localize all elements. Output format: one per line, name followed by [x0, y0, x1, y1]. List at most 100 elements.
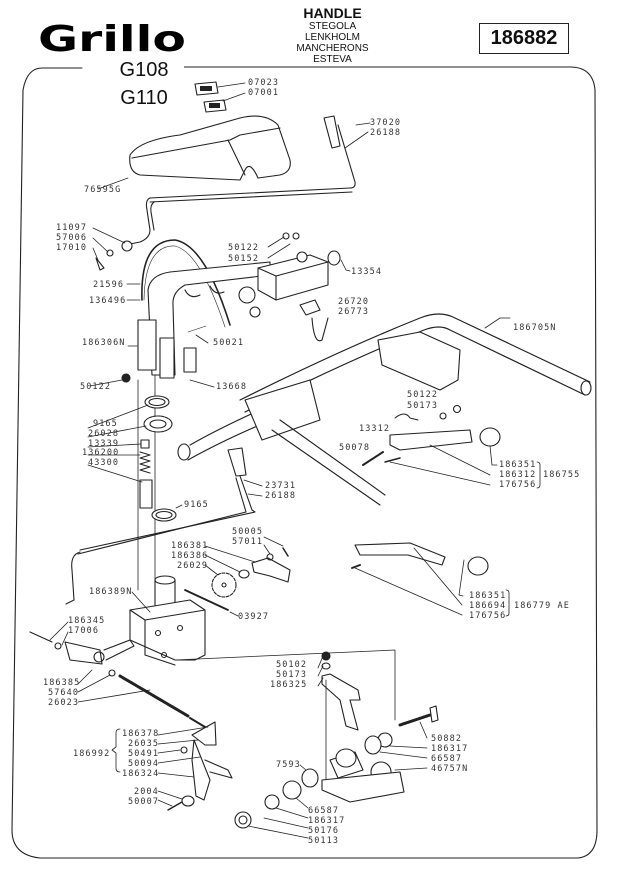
- part-label: 26029: [177, 561, 209, 571]
- control-rod: [129, 115, 371, 245]
- lever-assembly-186992: [111, 721, 233, 811]
- part-label: 186317: [431, 744, 469, 754]
- assembly-label: 186779 AE: [514, 601, 570, 611]
- part-label: 50176: [308, 826, 340, 836]
- grillo-logo: Grillo: [38, 19, 188, 60]
- part-label: 176756: [499, 480, 537, 490]
- title-translation-fr: MANCHERONS: [296, 43, 369, 54]
- part-label: 57640: [48, 688, 80, 698]
- logo-text: Grillo: [38, 22, 186, 56]
- part-label: 176756: [469, 611, 507, 621]
- part-label: 43300: [88, 458, 120, 468]
- title-translation-es: ESTEVA: [313, 54, 352, 65]
- pivot-assembly: [234, 651, 439, 839]
- title-block: HANDLE STEGOLA LENKHOLM MANCHERONS ESTEV…: [265, 5, 400, 66]
- part-label: 57011: [232, 537, 264, 547]
- part-label: 50122: [228, 243, 260, 253]
- lever-assembly-186779AE: [351, 542, 510, 617]
- part-label: 186306N: [82, 338, 126, 348]
- part-label: 50122: [80, 382, 112, 392]
- part-label: 76595G: [84, 185, 122, 195]
- part-label: 186317: [308, 816, 346, 826]
- part-label: 26035: [128, 739, 160, 749]
- part-label: 186324: [122, 769, 160, 779]
- part-label: 50005: [232, 527, 264, 537]
- part-label: 50152: [228, 254, 260, 264]
- column-stack-parts: [87, 395, 183, 522]
- drawing-code: 186882: [479, 23, 569, 54]
- part-label: 11097: [56, 223, 88, 233]
- part-label: 186351: [469, 591, 507, 601]
- part-label: 2004: [134, 787, 159, 797]
- part-label: 03927: [238, 612, 270, 622]
- part-label: 21596: [93, 280, 125, 290]
- frame-border: [11, 66, 598, 859]
- part-label: 186325: [270, 680, 308, 690]
- part-label: 17006: [68, 626, 100, 636]
- cable-21596: [141, 239, 231, 326]
- part-label: 07001: [248, 88, 280, 98]
- part-label: 26188: [265, 491, 297, 501]
- part-label: 186378: [122, 729, 160, 739]
- model-g108: G108: [119, 59, 169, 81]
- part-label: 50173: [276, 670, 308, 680]
- part-label: 23731: [265, 481, 297, 491]
- part-label: 37020: [370, 118, 402, 128]
- lever-23731: [65, 447, 263, 605]
- part-label: 13339: [88, 439, 120, 449]
- assembly-label: 186755: [543, 470, 581, 480]
- part-label: 13312: [359, 424, 391, 434]
- part-label: 57006: [56, 233, 88, 243]
- part-label: 26188: [370, 128, 402, 138]
- small-fittings-left: [92, 227, 133, 271]
- part-label: 26773: [338, 307, 370, 317]
- decal-07023: [194, 81, 246, 96]
- part-label: 26028: [88, 429, 120, 439]
- part-label: 26720: [338, 297, 370, 307]
- part-label: 66587: [431, 754, 463, 764]
- title-translation-it: STEGOLA: [308, 21, 357, 32]
- part-label: 50491: [128, 749, 160, 759]
- handlebar-186705N: [177, 313, 592, 506]
- part-label: 17010: [56, 243, 88, 253]
- part-label: 9165: [93, 419, 118, 429]
- part-label: 07023: [248, 78, 280, 88]
- part-label: 50173: [407, 401, 439, 411]
- column-base-186389N: [129, 575, 396, 721]
- gear-26029: [204, 536, 291, 598]
- upright-column: [137, 261, 271, 379]
- part-label: 186381: [171, 541, 209, 551]
- part-label: 50078: [339, 443, 371, 453]
- model-list: G108 G110: [104, 56, 184, 112]
- part-label: 50094: [128, 759, 160, 769]
- part-label: 136200: [82, 448, 120, 458]
- part-label: 186705N: [513, 323, 557, 333]
- part-label: 26023: [48, 698, 80, 708]
- link-and-spring: [29, 621, 211, 731]
- part-label: 186386: [171, 551, 209, 561]
- part-label: 13354: [351, 267, 383, 277]
- part-label: 13668: [216, 382, 248, 392]
- part-label: 9165: [184, 500, 209, 510]
- part-label: 50007: [128, 797, 160, 807]
- part-label: 7593: [276, 760, 301, 770]
- part-label: 66587: [308, 806, 340, 816]
- part-label: 50122: [407, 390, 439, 400]
- part-label: 50882: [431, 734, 463, 744]
- part-label: 186694: [469, 601, 507, 611]
- part-label: 50113: [308, 836, 340, 846]
- part-label: 136496: [89, 296, 127, 306]
- part-label: 186345: [68, 616, 106, 626]
- part-label: 186312: [499, 470, 537, 480]
- page-title: HANDLE: [303, 5, 362, 21]
- title-translation-de: LENKHOLM: [304, 32, 360, 43]
- part-label: 186351: [499, 460, 537, 470]
- bracket-block: [238, 232, 351, 342]
- lever-assembly-186755: [362, 404, 541, 489]
- part-label: 50102: [276, 660, 308, 670]
- part-label: 186389N: [89, 587, 133, 597]
- assembly-label: 186992: [73, 749, 111, 759]
- part-label: 186385: [43, 678, 81, 688]
- part-label: 46757N: [431, 764, 469, 774]
